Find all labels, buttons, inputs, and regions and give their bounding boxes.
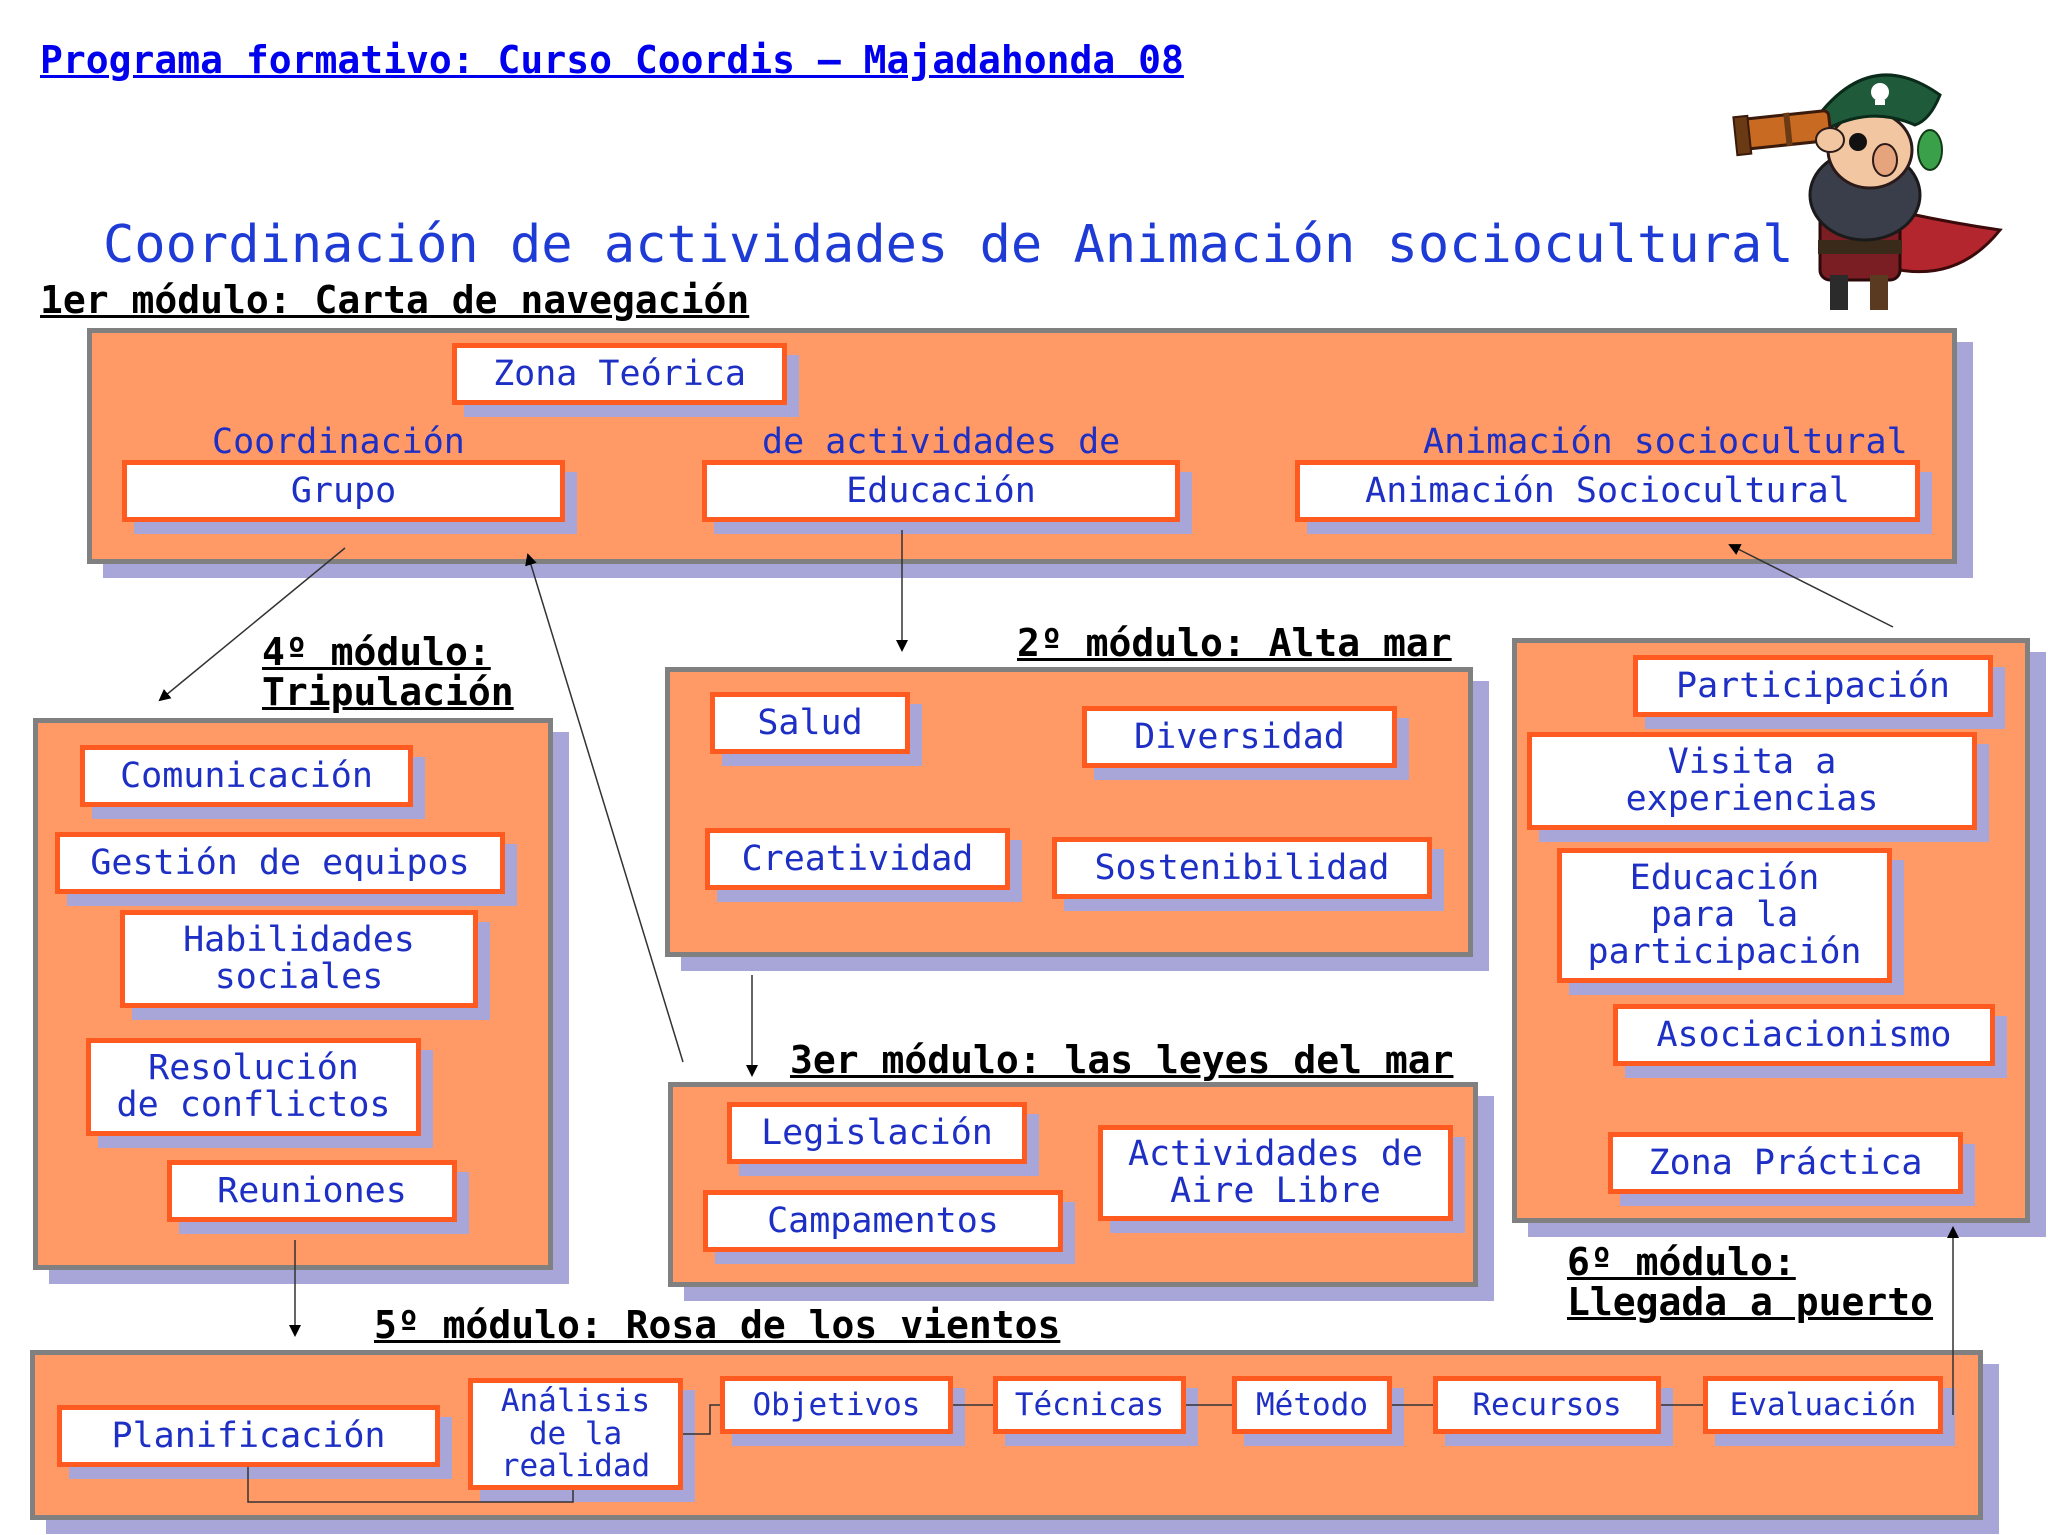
module5-title: 5º módulo: Rosa de los vientos xyxy=(374,1303,1061,1347)
animacion-sociocultural-box[interactable]: Animación Sociocultural xyxy=(1295,460,1920,522)
main-title: Coordinación de actividades de Animación… xyxy=(103,215,1794,275)
campamentos-box[interactable]: Campamentos xyxy=(703,1190,1063,1252)
label-coordinacion: Coordinación xyxy=(212,422,465,462)
tecnicas-box[interactable]: Técnicas xyxy=(993,1376,1186,1434)
zona-teorica-box[interactable]: Zona Teórica xyxy=(452,343,787,405)
asociacionismo-box[interactable]: Asociacionismo xyxy=(1613,1004,1995,1066)
salud-box[interactable]: Salud xyxy=(710,692,910,754)
zona-practica-box[interactable]: Zona Práctica xyxy=(1608,1132,1963,1194)
resolucion-conflictos-box[interactable]: Resolución de conflictos xyxy=(86,1038,421,1136)
reuniones-box[interactable]: Reuniones xyxy=(167,1160,457,1222)
creatividad-box[interactable]: Creatividad xyxy=(705,828,1010,890)
participacion-box[interactable]: Participación xyxy=(1633,655,1993,717)
gestion-equipos-box[interactable]: Gestión de equipos xyxy=(55,832,505,894)
visita-experiencias-box[interactable]: Visita a experiencias xyxy=(1527,732,1977,830)
label-actividades: de actividades de xyxy=(762,422,1121,462)
legislacion-box[interactable]: Legislación xyxy=(727,1102,1027,1164)
comunicacion-box[interactable]: Comunicación xyxy=(80,745,413,807)
educacion-participacion-box[interactable]: Educación para la participación xyxy=(1557,848,1892,983)
header-link[interactable]: Programa formativo: Curso Coordis – Maja… xyxy=(40,38,1184,82)
sostenibilidad-box[interactable]: Sostenibilidad xyxy=(1052,837,1432,899)
pirate-with-spyglass-icon xyxy=(1732,73,2003,310)
diversidad-box[interactable]: Diversidad xyxy=(1082,706,1397,768)
recursos-box[interactable]: Recursos xyxy=(1433,1376,1661,1434)
planificacion-box[interactable]: Planificación xyxy=(57,1405,440,1467)
module3-title: 3er módulo: las leyes del mar xyxy=(790,1038,1454,1082)
habilidades-sociales-box[interactable]: Habilidades sociales xyxy=(120,910,478,1008)
objetivos-box[interactable]: Objetivos xyxy=(720,1376,953,1434)
educacion-box[interactable]: Educación xyxy=(702,460,1180,522)
analisis-realidad-box[interactable]: Análisis de la realidad xyxy=(468,1378,683,1490)
grupo-box[interactable]: Grupo xyxy=(122,460,565,522)
label-animacion: Animación sociocultural xyxy=(1423,422,1908,462)
module1-panel xyxy=(87,328,1957,564)
module1-title: 1er módulo: Carta de navegación xyxy=(40,278,750,322)
metodo-box[interactable]: Método xyxy=(1232,1376,1392,1434)
evaluacion-box[interactable]: Evaluación xyxy=(1703,1376,1943,1434)
module6-title: 6º módulo: Llegada a puerto xyxy=(1567,1240,1934,1324)
actividades-aire-libre-box[interactable]: Actividades de Aire Libre xyxy=(1098,1125,1453,1221)
module2-title: 2º módulo: Alta mar xyxy=(1017,621,1452,665)
module4-title: 4º módulo: Tripulación xyxy=(262,630,514,714)
